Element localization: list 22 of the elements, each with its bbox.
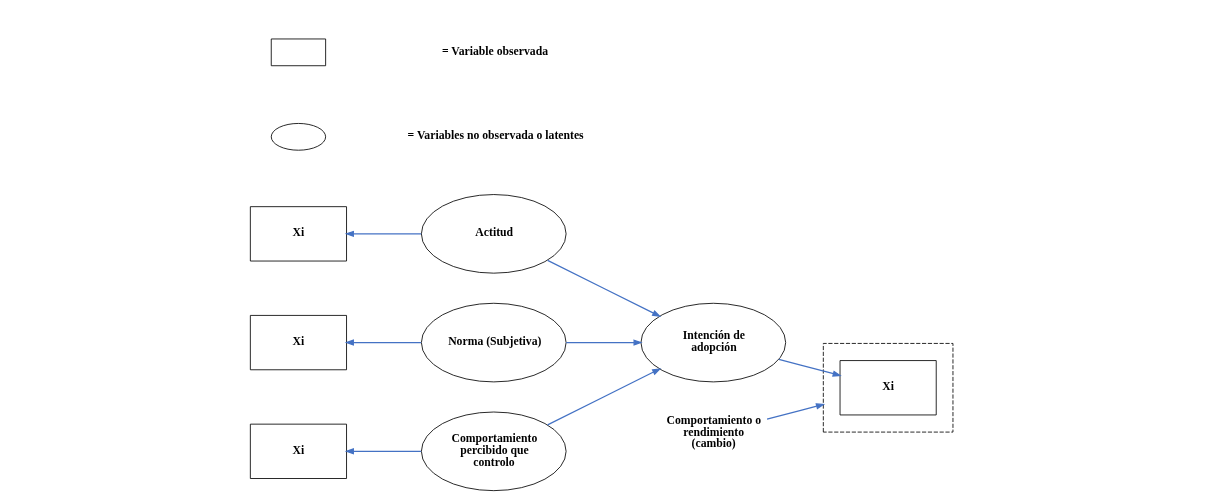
arrow [777,358,842,377]
node-ellipse: Actitud [420,194,567,274]
node-text: Comportamiento o rendimiento (cambio) [665,413,761,451]
arrow [344,448,422,455]
node-box: Xi [249,315,347,371]
node-ellipse [270,123,326,151]
arrow [565,339,643,346]
arrow [765,403,825,420]
node-ellipse: Intención de adopción [640,302,786,383]
node-box: Xi [839,360,937,416]
arrow [546,259,661,318]
node-box: Xi [249,206,347,262]
cluster [822,343,953,433]
arrow [546,368,661,426]
legend-label: = Variable observada [441,44,548,58]
node-box: Xi [249,423,347,479]
node-ellipse: Comportamiento percibido que controlo [420,411,567,492]
arrow [344,339,422,346]
legend-label: = Variables no observada o latentes [407,129,584,143]
node-ellipse: Norma (Subjetiva) [420,302,567,383]
arrow [344,230,422,238]
node-box [270,38,326,67]
